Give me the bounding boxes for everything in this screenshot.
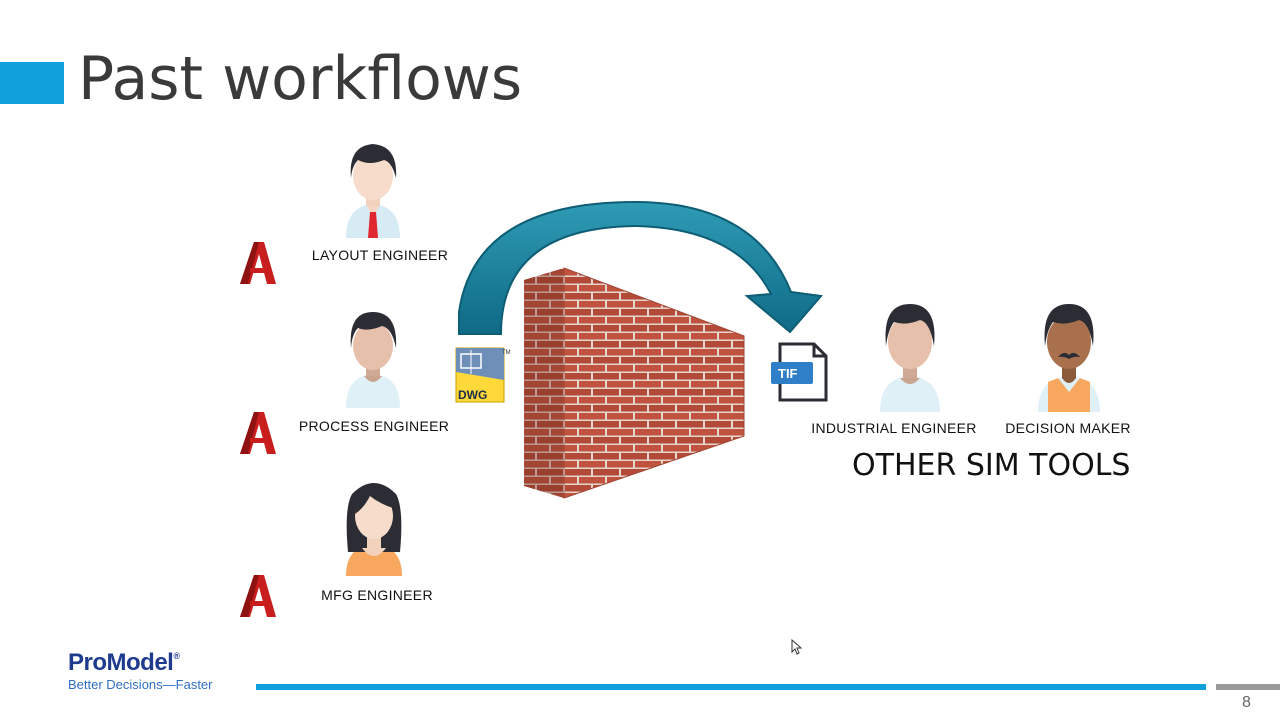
dwg-label: DWG [458,388,487,402]
decision-maker-label: DECISION MAKER [1005,420,1131,436]
promodel-logo: ProModel® [68,649,180,677]
tagline: Better Decisions—Faster [68,677,213,692]
tif-label: TIF [778,366,798,381]
trademark-label: TM [502,350,511,356]
page-number: 8 [1242,694,1251,711]
registered-mark: ® [173,651,180,661]
slide-title: Past workflows [78,44,523,114]
process-engineer-label: PROCESS ENGINEER [298,418,450,434]
decision-maker-avatar [1038,304,1100,412]
footer-accent-line [256,684,1206,690]
title-accent-bar [0,62,64,104]
layout-engineer-label: LAYOUT ENGINEER [311,247,449,263]
transfer-arrow [458,200,823,335]
industrial-engineer-label: INDUSTRIAL ENGINEER [811,420,977,436]
brick-wall [524,267,745,499]
industrial-engineer-avatar [880,304,940,412]
mouse-cursor-icon [791,638,803,655]
dwg-file-icon: DWG TM [455,347,511,403]
footer-grey-line [1216,684,1280,690]
process-engineer-avatar [346,312,400,408]
autocad-icon [240,575,276,617]
tif-file-icon: TIF [771,342,828,402]
autocad-icon [240,242,276,284]
logo-text: ProModel [68,649,174,676]
layout-engineer-avatar [346,144,400,238]
other-sim-tools-label: OTHER SIM TOOLS [852,448,1131,483]
mfg-engineer-label: MFG ENGINEER [321,587,433,603]
autocad-icon [240,412,276,454]
mfg-engineer-avatar [346,483,402,576]
